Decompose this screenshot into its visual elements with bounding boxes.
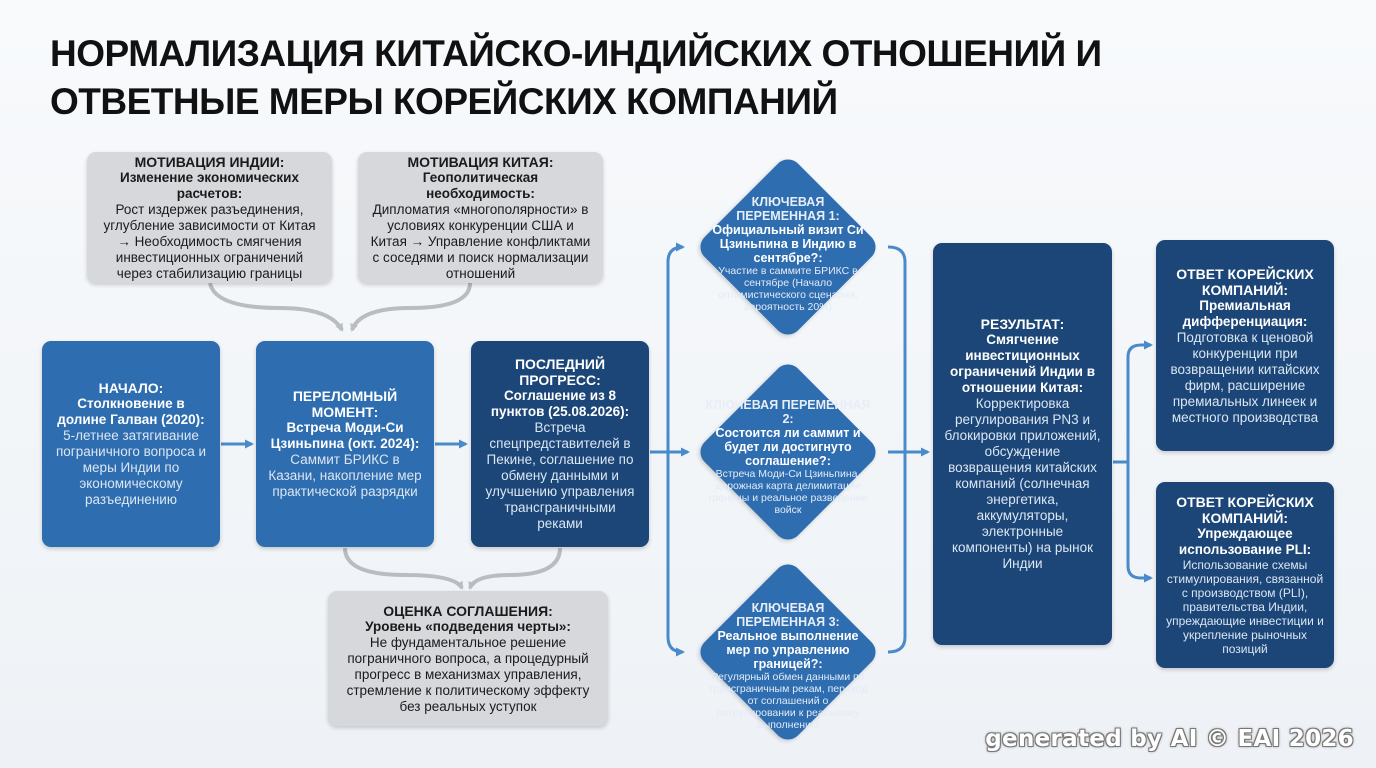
korean-response-2-box: ОТВЕТ КОРЕЙСКИХ КОМПАНИЙ: Упреждающее ис… — [1156, 482, 1334, 668]
start-text: 5-летнее затягивание пограничного вопрос… — [55, 428, 207, 507]
china-motivation-subheading: Геополитическая необходимость: — [422, 169, 539, 201]
korean-response-2-heading: ОТВЕТ КОРЕЙСКИХ КОМПАНИЙ: — [1176, 494, 1314, 526]
korean-response-1-heading: ОТВЕТ КОРЕЙСКИХ КОМПАНИЙ: — [1176, 265, 1314, 298]
assessment-box: ОЦЕНКА СОГЛАШЕНИЯ: Уровень «подведения ч… — [328, 591, 608, 726]
result-subheading: Смягчение инвестиционных ограничений Инд… — [950, 332, 1095, 395]
assessment-text: Не фундаментальное решение пограничного … — [346, 634, 590, 714]
page-title: НОРМАЛИЗАЦИЯ КИТАЙСКО-ИНДИЙСКИХ ОТНОШЕНИ… — [50, 30, 1330, 126]
turning-point-heading: ПЕРЕЛОМНЫЙ МОМЕНТ: — [292, 388, 398, 420]
variable-3-detail: Регулярный обмен данными по трансграничн… — [708, 671, 868, 731]
variable-1-heading: КЛЮЧЕВАЯ ПЕРЕМЕННАЯ 1: — [736, 195, 840, 223]
start-subheading: Столкновение в долине Галван (2020): — [57, 396, 205, 427]
title-line-2: ОТВЕТНЫЕ МЕРЫ КОРЕЙСКИХ КОМПАНИЙ — [50, 81, 838, 122]
arrow-progress-to-assessment — [468, 547, 562, 590]
variable-1-question: Официальный визит Си Цзиньпина в Индию в… — [712, 223, 864, 265]
result-heading: РЕЗУЛЬТАТ: — [980, 316, 1065, 332]
merge-variable-3 — [887, 452, 907, 654]
latest-progress-heading: ПОСЛЕДНИЙ ПРОГРЕСС: — [514, 356, 606, 388]
korean-response-1-subheading: Премиальная дифференциация: — [1182, 297, 1308, 329]
branch-result-to-responses — [1113, 340, 1153, 464]
korean-response-1-box: ОТВЕТ КОРЕЙСКИХ КОМПАНИЙ: Премиальная ди… — [1156, 240, 1334, 451]
branch-progress-to-variable-3 — [666, 452, 685, 657]
india-motivation-box: МОТИВАЦИЯ ИНДИИ: Изменение экономических… — [87, 152, 332, 283]
variable-3-question: Реальное выполнение мер по управлению гр… — [717, 629, 859, 671]
india-motivation-subheading: Изменение экономических расчетов: — [120, 169, 299, 201]
variable-1-text: КЛЮЧЕВАЯ ПЕРЕМЕННАЯ 1: Официальный визит… — [708, 184, 868, 324]
india-motivation-text: Рост издержек разъединения, углубление з… — [103, 201, 316, 281]
arrow-india-motivation — [208, 282, 344, 332]
assessment-subheading: Уровень «подведения черты»: — [365, 618, 571, 634]
arrow-turning-to-assessment — [343, 547, 464, 590]
china-motivation-text: Дипломатия «многополярности» в условиях … — [370, 201, 591, 281]
latest-progress-box: ПОСЛЕДНИЙ ПРОГРЕСС: Соглашение из 8 пунк… — [471, 341, 649, 547]
turning-point-subheading: Встреча Моди-Си Цзиньпина (окт. 2024): — [270, 420, 420, 451]
turning-point-box: ПЕРЕЛОМНЫЙ МОМЕНТ: Встреча Моди-Си Цзинь… — [256, 341, 434, 547]
arrow-china-motivation — [350, 282, 472, 332]
variable-3-text: КЛЮЧЕВАЯ ПЕРЕМЕННАЯ 3: Реальное выполнен… — [708, 596, 868, 736]
merge-variable-1 — [887, 245, 907, 452]
latest-progress-text: Встреча спецпредставителей в Пекине, сог… — [485, 420, 635, 531]
branch-result-to-response-2 — [1126, 462, 1153, 583]
india-motivation-heading: МОТИВАЦИЯ ИНДИИ: — [134, 153, 285, 170]
result-text: Корректировка регулирования PN3 и блокир… — [944, 396, 1101, 571]
assessment-heading: ОЦЕНКА СОГЛАШЕНИЯ: — [383, 602, 553, 619]
latest-progress-subheading: Соглашение из 8 пунктов (25.08.2026): — [490, 388, 630, 419]
variable-2-detail: Встреча Моди-Си Цзиньпина, дорожная карт… — [708, 468, 868, 516]
branch-progress-to-variables — [650, 242, 685, 454]
result-box: РЕЗУЛЬТАТ: Смягчение инвестиционных огра… — [933, 243, 1112, 645]
variable-2-question: Состоится ли саммит и будет ли достигнут… — [715, 426, 861, 468]
variable-2-text: КЛЮЧЕВАЯ ПЕРЕМЕННАЯ 2: Состоится ли самм… — [702, 390, 874, 524]
china-motivation-box: МОТИВАЦИЯ КИТАЯ: Геополитическая необход… — [358, 152, 603, 283]
variable-1-detail: Участие в саммите БРИКС в сентябре (Нача… — [718, 265, 858, 313]
korean-response-1-text: Подготовка к ценовой конкуренции при воз… — [1170, 329, 1320, 425]
variable-2-heading: КЛЮЧЕВАЯ ПЕРЕМЕННАЯ 2: — [705, 398, 871, 426]
turning-point-text: Саммит БРИКС в Казани, накопление мер пр… — [268, 452, 422, 499]
china-motivation-heading: МОТИВАЦИЯ КИТАЯ: — [407, 153, 554, 170]
korean-response-2-subheading: Упреждающее использование PLI: — [1178, 526, 1312, 557]
title-line-1: НОРМАЛИЗАЦИЯ КИТАЙСКО-ИНДИЙСКИХ ОТНОШЕНИ… — [50, 33, 1102, 74]
variable-3-heading: КЛЮЧЕВАЯ ПЕРЕМЕННАЯ 3: — [736, 601, 840, 629]
start-box: НАЧАЛО: Столкновение в долине Галван (20… — [42, 341, 220, 547]
watermark: generated by AI © EAI 2026 — [985, 726, 1354, 752]
start-heading: НАЧАЛО: — [98, 380, 164, 396]
korean-response-2-text: Использование схемы стимулирования, связ… — [1166, 558, 1324, 656]
